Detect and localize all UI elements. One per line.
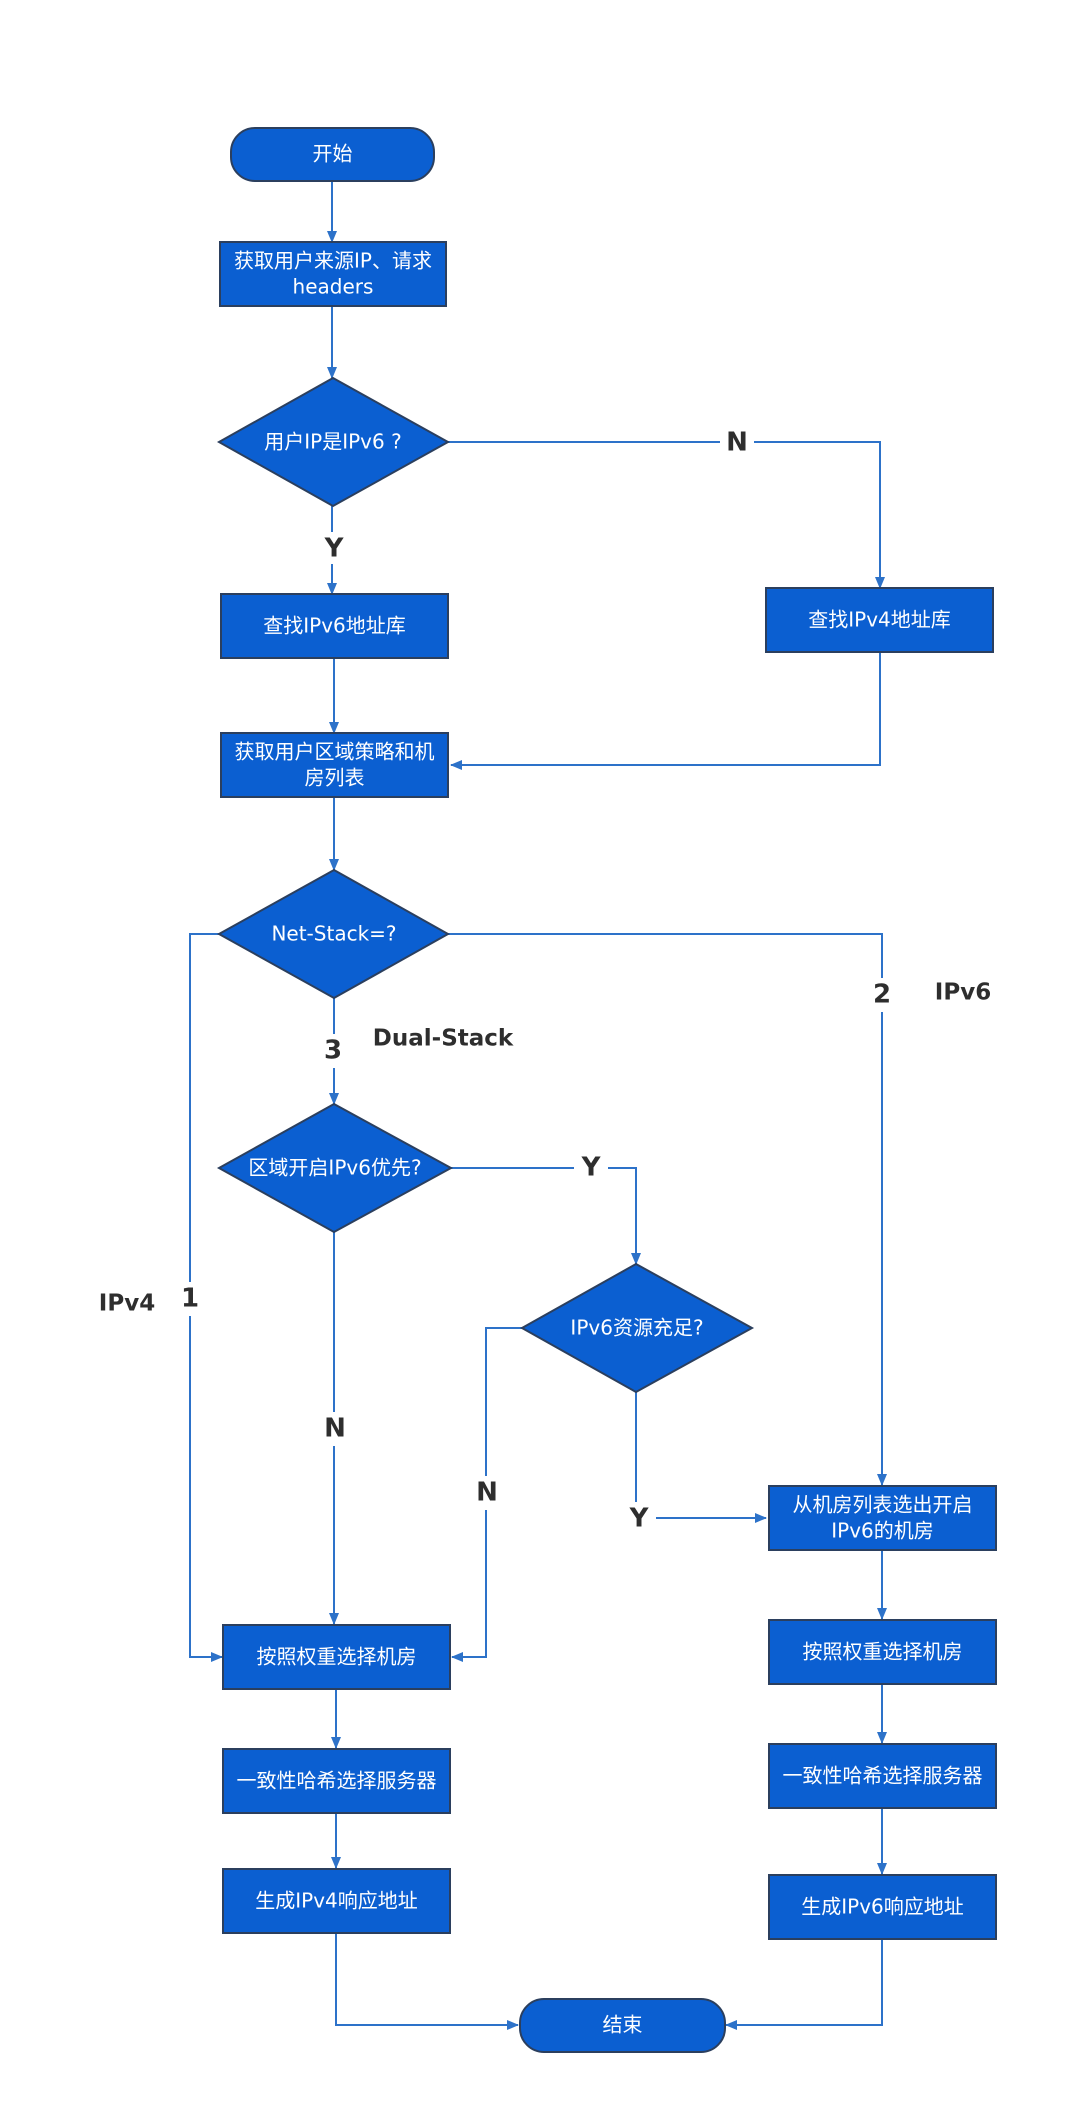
net-stack-label: Net-Stack=? (271, 922, 396, 946)
edge-resource-yes (635, 1392, 767, 1523)
edge-is-ipv6-no (448, 441, 885, 589)
is-ipv6-decision: 用户IP是IPv6 ? (216, 376, 451, 508)
nodes: 开始 获取用户来源IP、请求 headers 用户IP是IPv6 ? 查找IPv… (216, 127, 997, 2053)
side-label-ipv6: IPv6 (935, 980, 991, 1006)
lookup-ipv4-db-label: 查找IPv4地址库 (808, 608, 951, 632)
edge-labels: N Y 1 2 3 Y N N Y (181, 428, 891, 1534)
edge-gen6-to-end (725, 1938, 883, 2030)
get-source-ip-label-line2: headers (293, 275, 374, 299)
weighted-room-left-label: 按照权重选择机房 (257, 1645, 417, 1669)
edge-ipv4db-to-policy (450, 652, 881, 770)
gen-ipv6-addr-process: 生成IPv6响应地址 (768, 1874, 997, 1940)
ipv6-resource-label: IPv6资源充足? (570, 1316, 703, 1340)
hash-server-left-label: 一致性哈希选择服务器 (237, 1769, 437, 1793)
get-region-policy-label-line1: 获取用户区域策略和机 (235, 740, 435, 764)
gen-ipv4-addr-process: 生成IPv4响应地址 (222, 1868, 451, 1934)
end-label: 结束 (603, 2013, 643, 2037)
start-terminator: 开始 (230, 127, 435, 182)
hash-server-right-label: 一致性哈希选择服务器 (783, 1764, 983, 1788)
select-ipv6-rooms-label-line1: 从机房列表选出开启 (793, 1493, 973, 1517)
side-label-dual-stack: Dual-Stack (373, 1026, 514, 1052)
edge-priority-yes (451, 1167, 641, 1265)
select-ipv6-rooms-process: 从机房列表选出开启 IPv6的机房 (768, 1485, 997, 1551)
edge-label-priority-no: N (324, 1414, 346, 1444)
hash-server-right-process: 一致性哈希选择服务器 (768, 1743, 997, 1809)
hash-server-left-process: 一致性哈希选择服务器 (222, 1748, 451, 1814)
ipv6-resource-decision: IPv6资源充足? (519, 1262, 755, 1394)
region-ipv6-priority-decision: 区域开启IPv6优先? (216, 1102, 454, 1234)
side-labels: IPv4 IPv6 Dual-Stack (99, 980, 991, 1317)
lookup-ipv6-db-label: 查找IPv6地址库 (263, 614, 406, 638)
edge-label-ipv6-no: N (726, 428, 748, 458)
net-stack-decision: Net-Stack=? (216, 868, 451, 1000)
weighted-room-right-label: 按照权重选择机房 (803, 1640, 963, 1664)
get-region-policy-process: 获取用户区域策略和机 房列表 (220, 732, 449, 798)
gen-ipv4-addr-label: 生成IPv4响应地址 (255, 1889, 418, 1913)
lookup-ipv6-db-process: 查找IPv6地址库 (220, 593, 449, 659)
edge-label-masks (174, 426, 898, 1534)
edge-netstack-2-ipv6 (448, 933, 887, 1486)
weighted-room-left-process: 按照权重选择机房 (222, 1624, 451, 1690)
side-label-ipv4: IPv4 (99, 1291, 155, 1317)
get-source-ip-label-line1: 获取用户来源IP、请求 (234, 249, 432, 273)
get-source-ip-process: 获取用户来源IP、请求 headers (219, 241, 447, 307)
start-label: 开始 (313, 142, 353, 166)
weighted-room-right-process: 按照权重选择机房 (768, 1619, 997, 1685)
get-region-policy-label-line2: 房列表 (305, 766, 365, 790)
lookup-ipv4-db-process: 查找IPv4地址库 (765, 587, 994, 653)
edge-label-resource-no: N (476, 1478, 498, 1508)
edge-label-stack-2: 2 (873, 980, 891, 1010)
edge-label-ipv6-yes: Y (324, 534, 345, 564)
edge-label-stack-1: 1 (181, 1284, 199, 1314)
end-terminator: 结束 (519, 1998, 726, 2053)
region-ipv6-priority-label: 区域开启IPv6优先? (248, 1156, 421, 1180)
select-ipv6-rooms-label-line2: IPv6的机房 (831, 1519, 934, 1543)
gen-ipv6-addr-label: 生成IPv6响应地址 (801, 1895, 964, 1919)
edge-label-priority-yes: Y (581, 1153, 602, 1183)
edge-label-stack-3: 3 (324, 1036, 342, 1066)
edge-label-resource-yes: Y (629, 1504, 650, 1534)
is-ipv6-label: 用户IP是IPv6 ? (264, 430, 401, 454)
edge-gen4-to-end (335, 1932, 519, 2030)
